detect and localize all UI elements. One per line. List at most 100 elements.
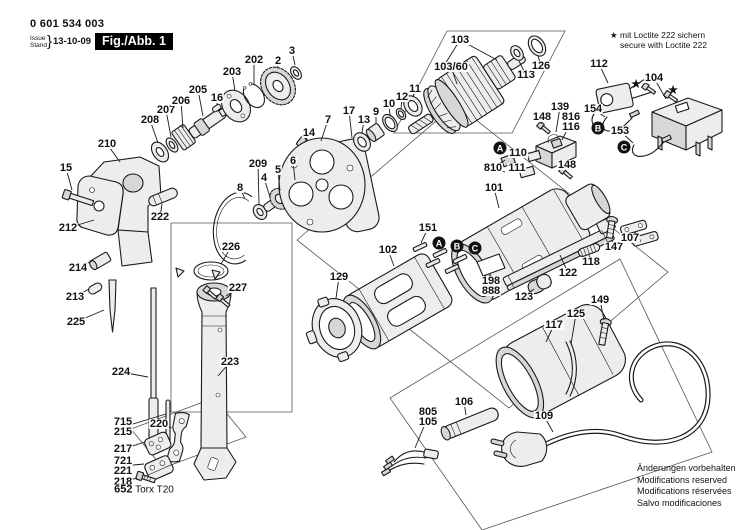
part-label-107: 107 <box>619 232 641 244</box>
part-label-203: 203 <box>221 66 243 78</box>
part-label-118: 118 <box>581 256 601 268</box>
loctite-note-en: secure with Loctite 222 <box>620 40 707 50</box>
part-label-217: 217 <box>112 443 134 455</box>
part-label-14: 14 <box>301 127 317 139</box>
part-label-209: 209 <box>247 158 269 170</box>
part-label-214: 214 <box>67 262 89 274</box>
part-label-117: 117 <box>544 319 564 331</box>
part-label-3: 3 <box>287 45 297 57</box>
drawing-carbon-brush-left <box>500 150 542 179</box>
part-label-218: 218 <box>112 476 134 488</box>
callout-letter-A: A <box>432 236 446 250</box>
part-label-12: 12 <box>394 91 410 103</box>
part-label-147: 147 <box>603 241 625 253</box>
modifications-es: Salvo modificaciones <box>637 497 722 508</box>
drawing-housing-shell <box>495 304 626 419</box>
part-label-5: 5 <box>273 164 283 176</box>
modifications-fr: Modifications réservées <box>637 486 732 496</box>
part-label-103: 103 <box>449 34 471 46</box>
part-label-110: 110 <box>508 147 528 159</box>
part-label-148: 148 <box>556 159 578 171</box>
part-label-213: 213 <box>64 291 86 303</box>
loctite-star-marker: ★ <box>631 78 641 91</box>
leader-line <box>257 163 260 205</box>
modifications-note: Änderungen vorbehalten Modifications res… <box>637 463 736 509</box>
part-label-202: 202 <box>243 54 265 66</box>
drawing-armature <box>408 35 547 135</box>
part-label-139: 139 <box>549 101 571 113</box>
part-label-205: 205 <box>187 84 209 96</box>
drawing-screw-15 <box>61 189 95 207</box>
drawing-cable-leads <box>380 448 439 477</box>
part-label-224: 224 <box>110 366 132 378</box>
part-label-11: 11 <box>408 83 422 95</box>
part-label-104: 104 <box>643 72 665 84</box>
part-label-112: 112 <box>589 58 609 70</box>
part-label-123: 123 <box>513 291 535 303</box>
callout-letter-C: C <box>617 140 631 154</box>
figure-label: Fig./Abb. 1 <box>95 33 173 50</box>
part-label-122: 122 <box>557 267 579 279</box>
drawing-blade-brackets <box>135 412 190 484</box>
part-label-210: 210 <box>96 138 118 150</box>
part-label-212: 212 <box>57 222 79 234</box>
part-label-129: 129 <box>328 271 350 283</box>
part-label-13: 13 <box>356 114 372 126</box>
brace-glyph: } <box>47 33 53 50</box>
part-label-226: 226 <box>220 241 242 253</box>
drawing-terminal-connectors <box>412 242 468 274</box>
callout-letter-C: C <box>468 241 482 255</box>
part-label-652: 652 Torx T20 <box>113 483 175 496</box>
part-label-126: 126 <box>530 60 552 72</box>
drawing-gear-cover <box>278 137 380 233</box>
part-label-17: 17 <box>341 105 357 117</box>
part-number: 0 601 534 003 <box>30 18 105 30</box>
issue-stand-label: Issue Stand <box>30 34 47 49</box>
part-label-148: 148 <box>531 111 553 123</box>
drawing-lead-wires <box>602 109 672 157</box>
part-label-223: 223 <box>219 356 241 368</box>
part-label-106: 106 <box>453 396 475 408</box>
part-label-125: 125 <box>565 308 587 320</box>
part-label-151: 151 <box>417 222 439 234</box>
callout-letter-A: A <box>493 141 507 155</box>
part-label-111: 111 <box>507 162 527 174</box>
part-label-10: 10 <box>381 98 397 110</box>
drawing-gear-train-stack <box>150 66 303 163</box>
loctite-note-de: mit Loctite 222 sichern <box>620 30 706 40</box>
part-label-15: 15 <box>58 162 74 174</box>
drawing-power-cord <box>490 341 711 467</box>
part-label-149: 149 <box>589 294 611 306</box>
part-label-9: 9 <box>371 106 381 118</box>
part-label-225: 225 <box>65 316 87 328</box>
drawing-gear-head-housing <box>76 156 162 267</box>
drawing-bearing-rings <box>353 95 423 152</box>
drawing-switch <box>651 97 723 157</box>
drawing-plate-and-button <box>476 253 552 295</box>
part-label-206: 206 <box>170 95 192 107</box>
part-label-109: 109 <box>533 410 555 422</box>
loctite-note: ★ mit Loctite 222 sichern secure with Lo… <box>610 30 707 50</box>
part-label-113: 113 <box>516 69 536 81</box>
modifications-de: Änderungen vorbehalten <box>637 463 736 473</box>
part-label-227: 227 <box>227 282 249 294</box>
callout-letter-B: B <box>450 239 464 253</box>
part-label-207: 207 <box>155 104 177 116</box>
part-label-153: 153 <box>609 125 631 137</box>
part-label-8: 8 <box>235 182 245 194</box>
part-label-222: 222 <box>149 211 171 223</box>
part-label-103/60: 103/60 <box>433 61 469 73</box>
leader-line <box>570 313 577 345</box>
callout-letter-B: B <box>591 121 605 135</box>
drawing-cable-clip <box>565 318 612 397</box>
part-label-810: 810 <box>482 162 504 174</box>
issue-date: 13-10-09 <box>53 36 92 47</box>
modifications-en: Modifications reserved <box>637 474 728 485</box>
